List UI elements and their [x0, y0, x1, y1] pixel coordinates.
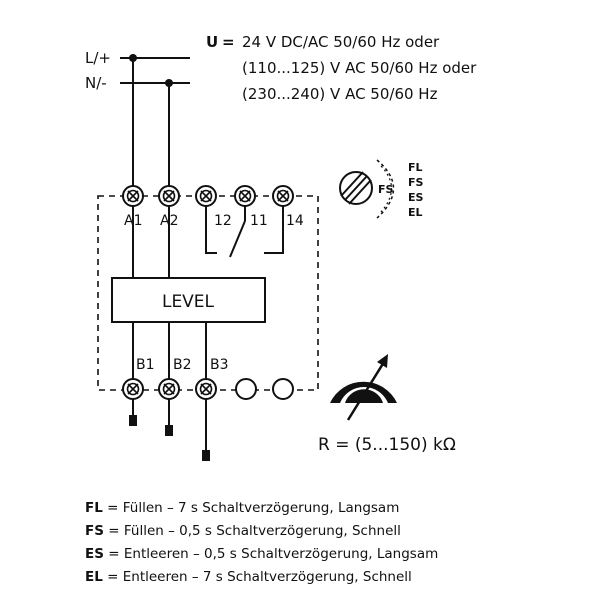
terminal-label-11: 11 — [250, 213, 268, 229]
level-module-box — [111, 277, 266, 323]
level-module-label: LEVEL — [162, 292, 215, 312]
relay-contact-arm — [229, 220, 246, 258]
arrow-icon — [377, 354, 388, 368]
voltage-option-2: (110...125) V AC 50/60 Hz oder — [242, 59, 477, 77]
mode-legend: FL = Füllen – 7 s Schaltverzögerung, Lan… — [85, 500, 438, 585]
electrode-b2 — [165, 425, 173, 436]
mode-label-fl: FL — [408, 161, 423, 174]
screw-icon — [199, 382, 213, 396]
legend-line-fs: FS = Füllen – 0,5 s Schaltverzögerung, S… — [85, 523, 401, 539]
screw-icon — [126, 382, 140, 396]
voltage-option-1: 24 V DC/AC 50/60 Hz oder — [242, 33, 440, 51]
legend-line-fl: FL = Füllen – 7 s Schaltverzögerung, Lan… — [85, 500, 399, 516]
terminal-label-12: 12 — [214, 213, 232, 229]
voltage-symbol: U — [206, 33, 218, 51]
bottom-terminal-b2 — [158, 378, 180, 400]
mode-selector-switch: FS — [339, 159, 395, 219]
mode-label-el: EL — [408, 206, 423, 219]
bottom-terminal-empty-1 — [235, 378, 257, 400]
top-terminal-12 — [195, 185, 217, 207]
screw-icon — [199, 189, 213, 203]
bottom-terminal-b1 — [122, 378, 144, 400]
neutral-junction-dot — [165, 79, 173, 87]
screw-icon — [162, 382, 176, 396]
electrode-b1 — [129, 415, 137, 426]
screw-icon — [276, 189, 290, 203]
sensor-wiring — [132, 322, 207, 379]
electrode-b3 — [202, 450, 210, 461]
supply-rails — [120, 57, 190, 186]
internal-wiring — [132, 206, 284, 278]
terminal-label-b2: B2 — [173, 357, 192, 373]
potentiometer-dial-icon — [330, 354, 397, 421]
contact-12-wire — [205, 206, 217, 254]
top-terminal-11 — [234, 185, 256, 207]
top-terminal-a1 — [122, 185, 144, 207]
mode-label-es: ES — [408, 191, 424, 204]
top-terminal-14 — [272, 185, 294, 207]
line-junction-dot — [129, 54, 137, 62]
resistance-range: R = (5...150) kΩ — [318, 435, 456, 455]
voltage-option-3: (230...240) V AC 50/60 Hz — [242, 85, 438, 103]
mode-label-fs: FS — [408, 176, 424, 189]
bottom-terminal-empty-2 — [272, 378, 294, 400]
selector-current-label: FS — [378, 183, 394, 196]
contact-14-wire — [264, 206, 284, 254]
terminal-label-b1: B1 — [136, 357, 155, 373]
legend-line-es: ES = Entleeren – 0,5 s Schaltverzögerung… — [85, 546, 438, 562]
terminal-label-b3: B3 — [210, 357, 229, 373]
voltage-equals: = — [222, 33, 235, 51]
bottom-terminal-b3 — [195, 378, 217, 400]
selector-arc — [376, 159, 395, 219]
top-terminal-a2 — [158, 185, 180, 207]
screw-icon — [126, 189, 140, 203]
terminal-label-14: 14 — [286, 213, 304, 229]
neutral-label: N/- — [85, 74, 107, 92]
screw-icon — [162, 189, 176, 203]
legend-line-el: EL = Entleeren – 7 s Schaltverzögerung, … — [85, 569, 412, 585]
line-label: L/+ — [85, 49, 111, 67]
probe-wires — [132, 399, 207, 450]
screw-icon — [238, 189, 252, 203]
